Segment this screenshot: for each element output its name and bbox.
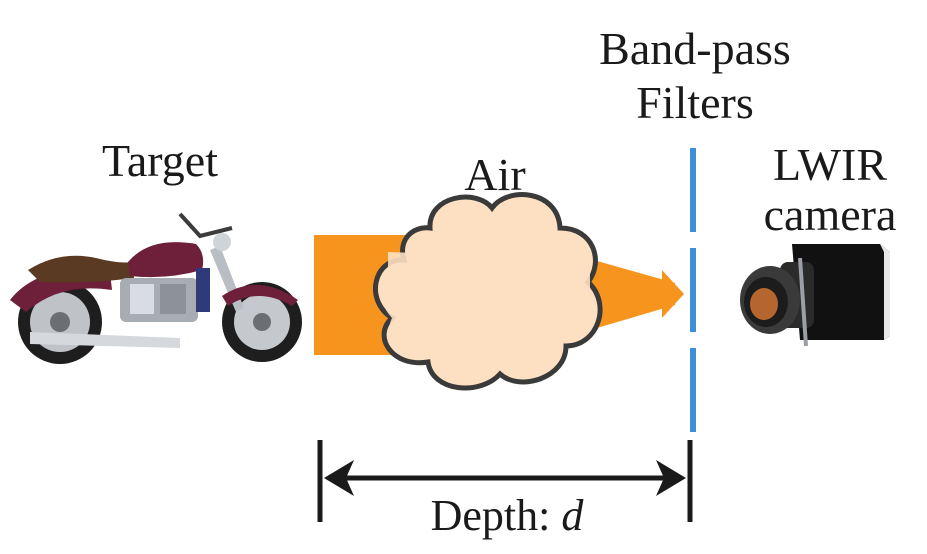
camera-label-line1: LWIR <box>772 139 888 190</box>
beam-arrowhead <box>662 270 684 318</box>
depth-label-prefix: Depth: <box>431 491 562 540</box>
motorcycle-icon <box>10 212 302 364</box>
air-label: Air <box>464 149 526 200</box>
filters-label-line1: Band-pass <box>599 23 791 74</box>
camera-icon <box>740 244 890 347</box>
filters-label-line2: Filters <box>636 77 754 128</box>
depth-label: Depth: d <box>431 491 585 540</box>
target-label: Target <box>102 135 218 186</box>
camera-label-line2: camera <box>763 189 897 240</box>
depth-variable: d <box>561 491 584 540</box>
depth-dimension <box>317 440 693 522</box>
band-pass-filter <box>690 148 696 432</box>
beam-through-air <box>380 252 590 354</box>
